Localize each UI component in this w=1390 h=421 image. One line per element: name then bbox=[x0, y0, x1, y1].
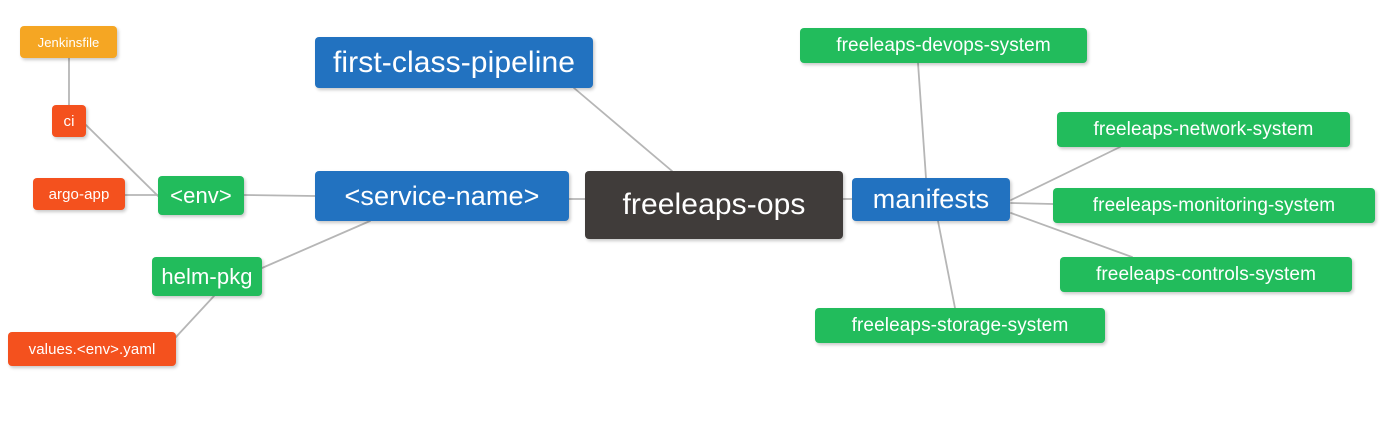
edge-manifests-to-freeleaps-monitoring-system bbox=[1010, 202, 1054, 205]
node-freeleaps-storage-system[interactable]: freeleaps-storage-system bbox=[815, 308, 1105, 343]
node-argo-app[interactable]: argo-app bbox=[33, 178, 125, 210]
edge-manifests-to-freeleaps-storage-system bbox=[937, 220, 956, 309]
node-manifests[interactable]: manifests bbox=[852, 178, 1010, 221]
node-service-name[interactable]: <service-name> bbox=[315, 171, 569, 221]
node-helm-pkg[interactable]: helm-pkg bbox=[152, 257, 262, 296]
edge-env-to-service-name bbox=[243, 194, 316, 197]
edge-manifests-to-freeleaps-devops-system bbox=[917, 62, 927, 179]
node-jenkinsfile[interactable]: Jenkinsfile bbox=[20, 26, 117, 58]
node-freeleaps-ops[interactable]: freeleaps-ops bbox=[585, 171, 843, 239]
node-freeleaps-controls-system[interactable]: freeleaps-controls-system bbox=[1060, 257, 1352, 292]
node-first-class-pipeline[interactable]: first-class-pipeline bbox=[315, 37, 593, 88]
node-env[interactable]: <env> bbox=[158, 176, 244, 215]
node-freeleaps-network-system[interactable]: freeleaps-network-system bbox=[1057, 112, 1350, 147]
node-values-env-yaml[interactable]: values.<env>.yaml bbox=[8, 332, 176, 366]
node-ci[interactable]: ci bbox=[52, 105, 86, 137]
node-freeleaps-devops-system[interactable]: freeleaps-devops-system bbox=[800, 28, 1087, 63]
node-freeleaps-monitoring-system[interactable]: freeleaps-monitoring-system bbox=[1053, 188, 1375, 223]
edge-helm-pkg-to-service-name bbox=[261, 220, 371, 269]
edge-first-class-pipeline-to-freeleaps-ops bbox=[573, 87, 673, 172]
edge-values-env-yaml-to-helm-pkg bbox=[175, 295, 215, 338]
